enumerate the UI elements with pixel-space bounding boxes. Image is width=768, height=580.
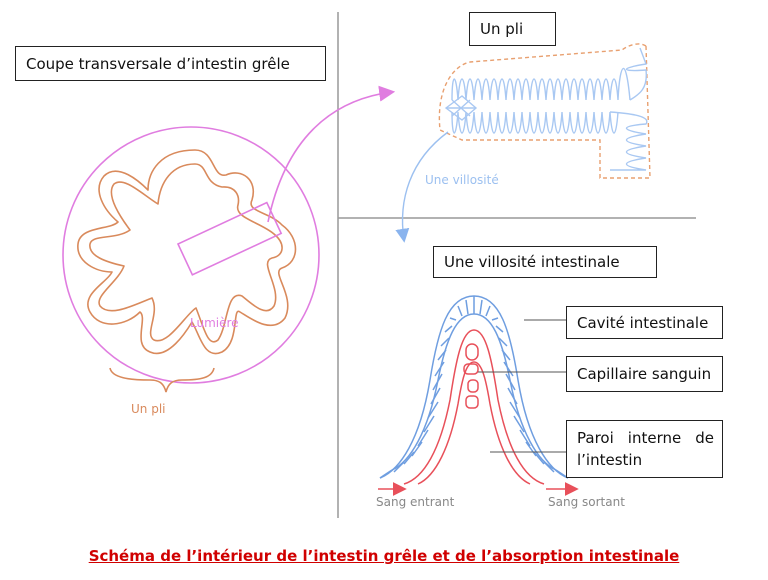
zoom-arrow-pink (267, 85, 396, 223)
label-lumiere: Lumière (190, 316, 239, 330)
zoom-arrow-blue (395, 131, 449, 243)
fold-highlight-box (176, 201, 283, 276)
fold-villi (444, 47, 648, 171)
label-coupe-transversale: Coupe transversale d’intestin grêle (15, 46, 326, 81)
label-capillaire-sanguin: Capillaire sanguin (566, 356, 723, 392)
label-villosite-intestinale: Une villosité intestinale (433, 246, 657, 278)
fold-brace (109, 367, 215, 393)
label-sang-entrant: Sang entrant (376, 495, 455, 509)
label-une-villosite: Une villosité (425, 173, 499, 187)
villus-epithelium (379, 295, 569, 479)
label-un-pli-box: Un pli (469, 12, 556, 46)
label-paroi-interne: Paroi interne de l’intestin (566, 420, 723, 478)
label-un-pli-brace: Un pli (131, 402, 166, 416)
intestine-cross-section-circle (62, 126, 320, 384)
villus-blood-vessels (403, 329, 545, 485)
fold-dashed-outline (438, 43, 651, 179)
label-cavite-intestinale: Cavité intestinale (566, 306, 723, 339)
intestine-folds (77, 149, 297, 355)
label-sang-sortant: Sang sortant (548, 495, 625, 509)
page-title: Schéma de l’intérieur de l’intestin grêl… (88, 547, 680, 565)
